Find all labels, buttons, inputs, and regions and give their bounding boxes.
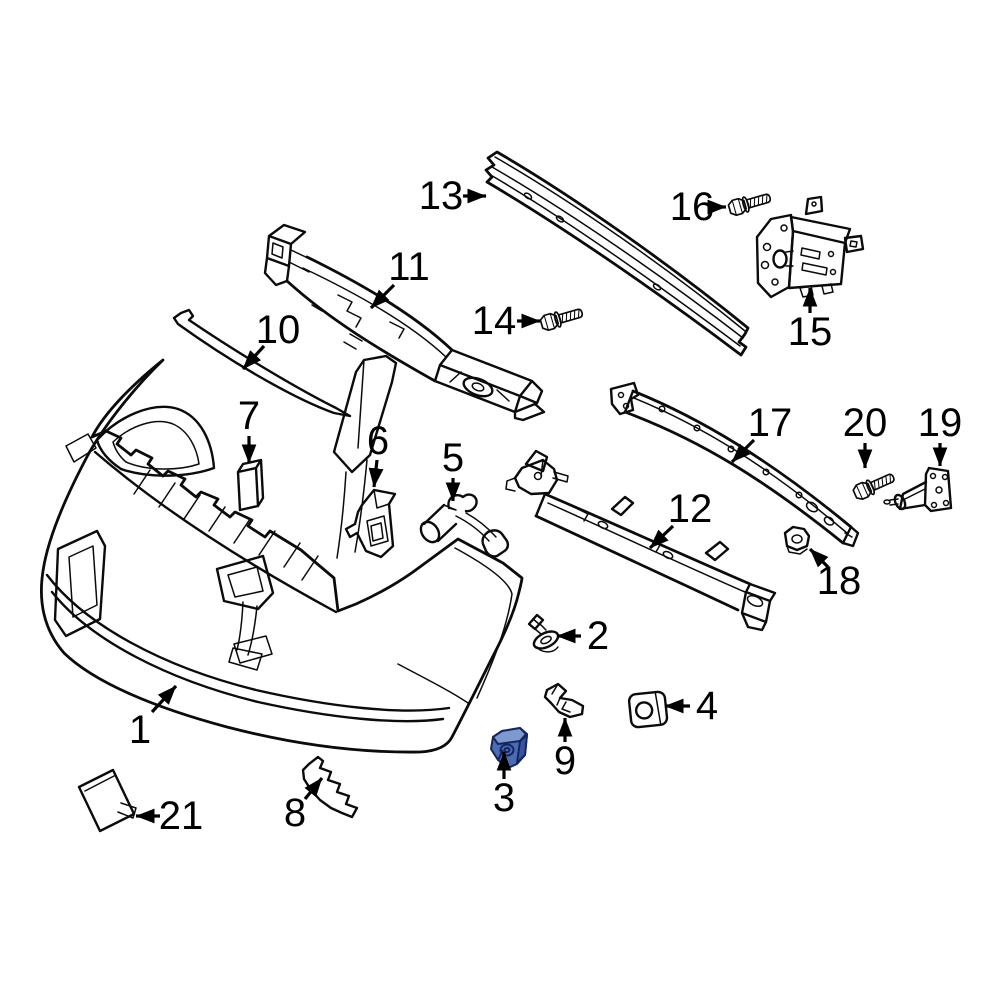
part-14-bolt [538, 304, 585, 333]
callout-6-label: 6 [367, 419, 389, 463]
callout-5-label: 5 [442, 436, 464, 480]
part-1-front-bumper-cover [40, 354, 524, 754]
part-19-side-bracket [883, 466, 953, 513]
part-21-applique [77, 768, 137, 833]
callout-3-label: 3 [493, 776, 515, 820]
callout-12-label: 12 [668, 487, 713, 531]
callout-16-label: 16 [670, 185, 715, 229]
callout-10-label: 10 [256, 308, 301, 352]
callout-12-arrow [648, 524, 675, 550]
callout-9-label: 9 [554, 739, 576, 783]
part-12-energy-absorber-lower [505, 449, 777, 632]
callout-19-label: 19 [918, 401, 963, 445]
part-9-bracket [543, 682, 585, 719]
callout-6-arrow [368, 459, 384, 488]
callout-17-arrow [730, 438, 756, 464]
part-17-bumper-reinforcement-lower [609, 381, 860, 548]
callout-8-label: 8 [284, 791, 306, 835]
part-3-shade [516, 734, 528, 764]
callout-4-label: 4 [696, 684, 718, 728]
callout-15-label: 15 [788, 310, 833, 354]
callout-21-label: 21 [159, 794, 204, 838]
callout-11-arrow [369, 283, 396, 310]
part-10-trim-strip [172, 308, 352, 418]
callout-20-label: 20 [843, 401, 888, 445]
callout-18-arrow [808, 547, 830, 569]
part-7-pad [236, 458, 265, 512]
callout-13-label: 13 [419, 174, 464, 218]
callout-10-arrow [241, 344, 266, 371]
part-15-mounting-bracket [755, 195, 865, 299]
callout-18-label: 18 [817, 559, 862, 603]
part-16-bolt [726, 189, 773, 218]
part-8-moulding-strip [301, 755, 359, 819]
part-3-top-face [492, 727, 527, 745]
callout-14-label: 14 [472, 299, 517, 343]
callout-11-label: 11 [388, 245, 430, 289]
callout-1-label: 1 [129, 708, 151, 752]
part-3-bumper-support-highlighted [490, 727, 528, 769]
part-4-retainer-clip [627, 690, 669, 729]
callout-1-arrow [150, 684, 178, 714]
callout-17-label: 17 [748, 401, 793, 445]
callout-8-arrow [303, 776, 324, 801]
callout-2-label: 2 [587, 614, 609, 658]
part-5-bracket [419, 493, 510, 558]
part-11-energy-absorber-upper [263, 223, 546, 422]
part-6-clip-bracket [344, 488, 397, 559]
part-13-bumper-reinforcement-upper [484, 150, 750, 357]
part-18-nut [783, 525, 811, 555]
part-2-push-clip [527, 613, 560, 653]
part-20-bolt [850, 469, 898, 503]
callout-7-label: 7 [238, 394, 260, 438]
